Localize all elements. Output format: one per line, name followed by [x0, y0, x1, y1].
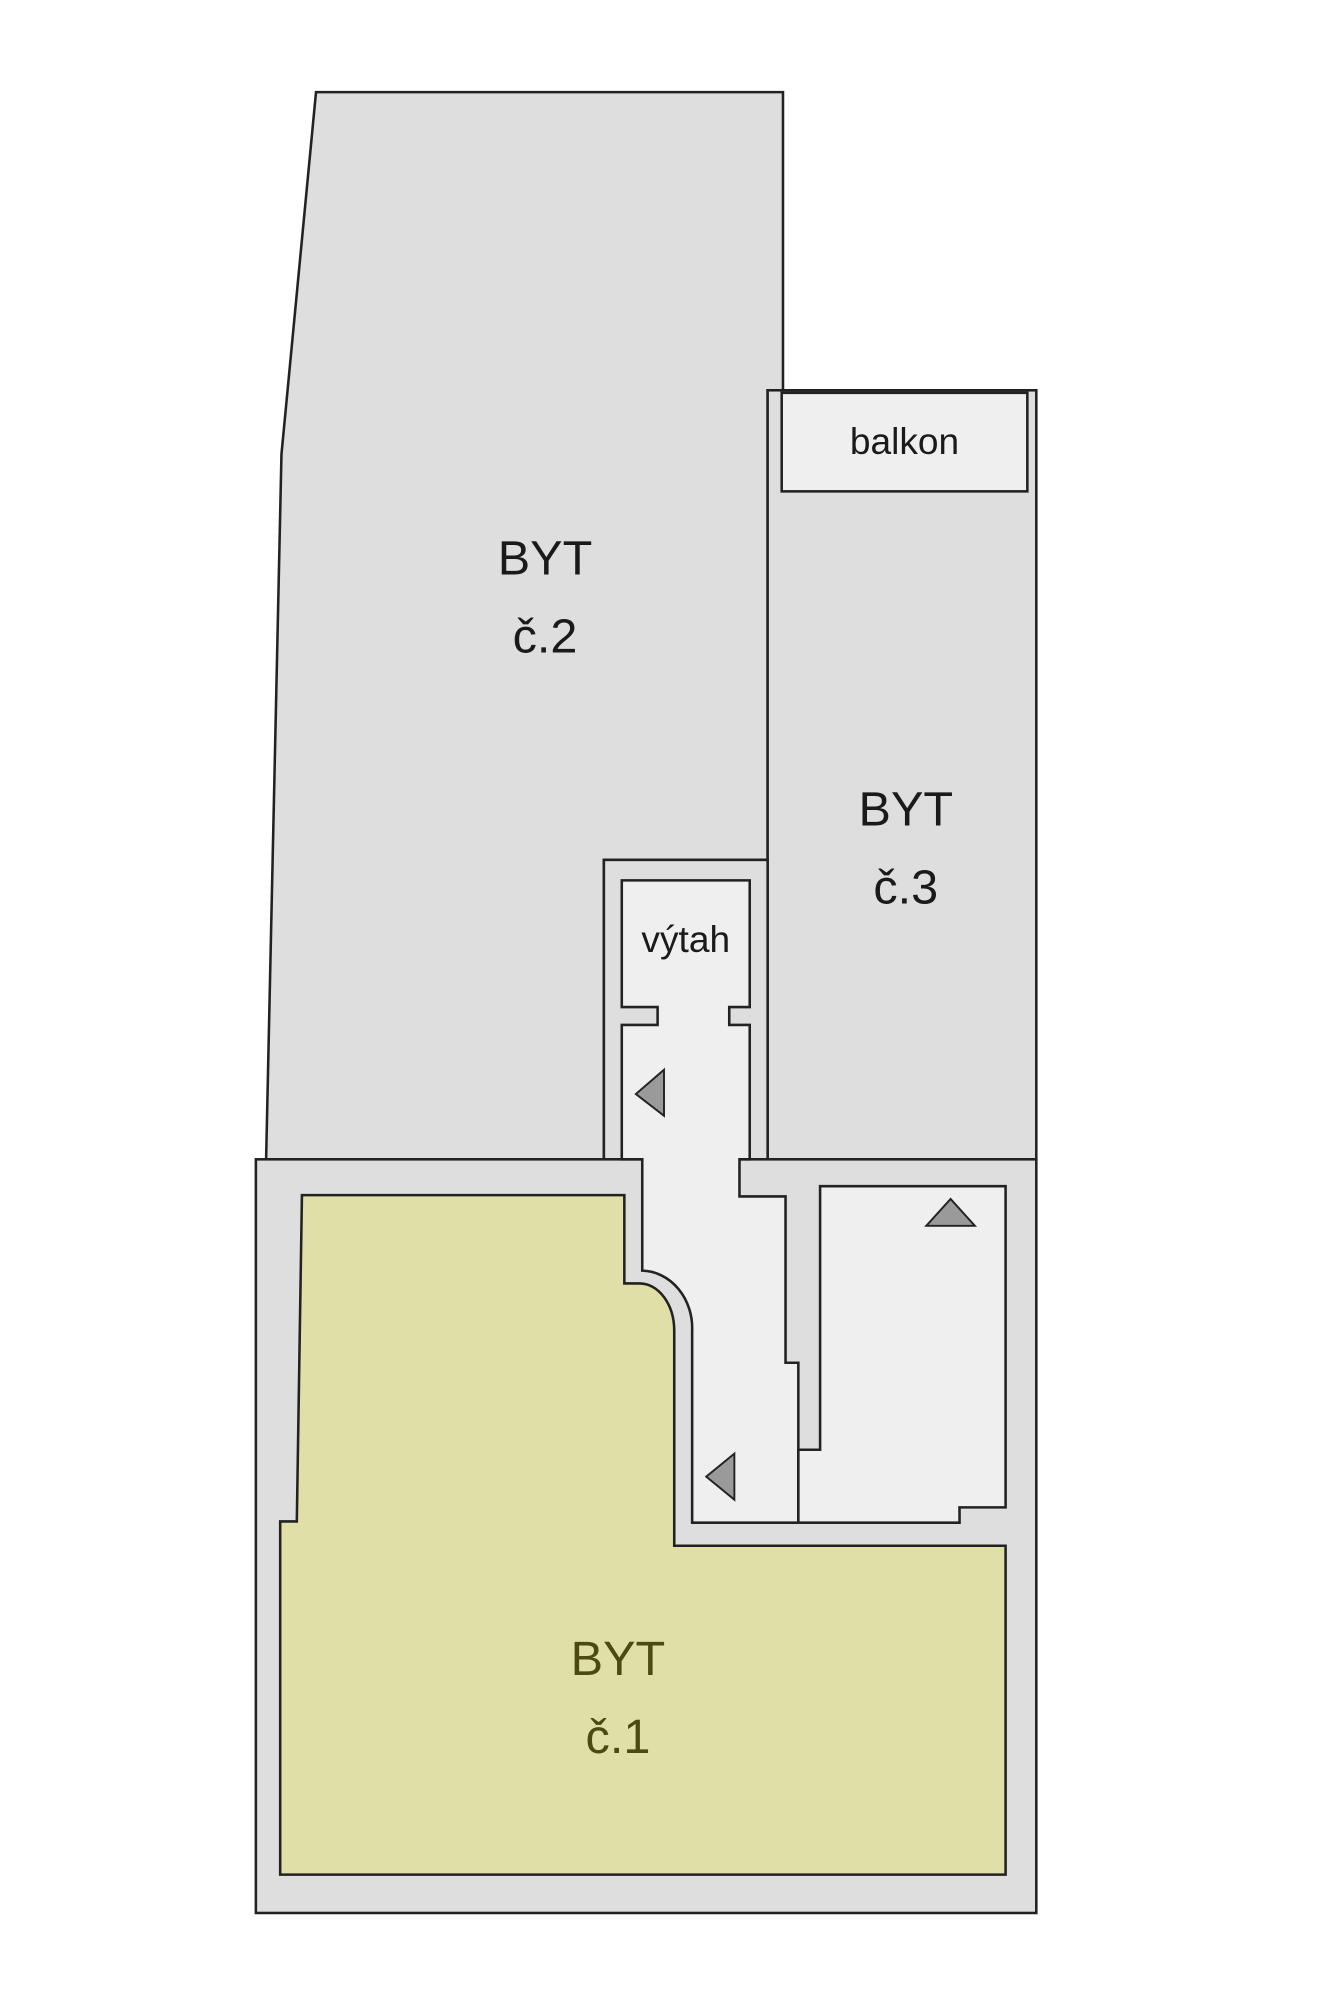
unit-2-number: č.2: [513, 610, 578, 664]
unit-2-label: BYT: [498, 532, 593, 586]
balcony-label: balkon: [850, 420, 959, 462]
corridor: [620, 879, 800, 1524]
side-room: [797, 1184, 1007, 1524]
elevator-label: výtah: [641, 918, 730, 960]
unit-3-number: č.3: [873, 860, 938, 914]
stairs-arrow-left-icon: [704, 1451, 736, 1502]
stairs-arrow-up-icon: [924, 1197, 978, 1227]
unit-1-number: č.1: [586, 1710, 651, 1764]
unit-3-label: BYT: [859, 782, 954, 836]
unit-3-area[interactable]: [766, 388, 1038, 1161]
stairs-arrow-left-icon: [634, 1067, 665, 1118]
balcony-area: [780, 391, 1029, 493]
unit-1-area[interactable]: [278, 1193, 1007, 1876]
unit-1-label: BYT: [571, 1632, 666, 1686]
